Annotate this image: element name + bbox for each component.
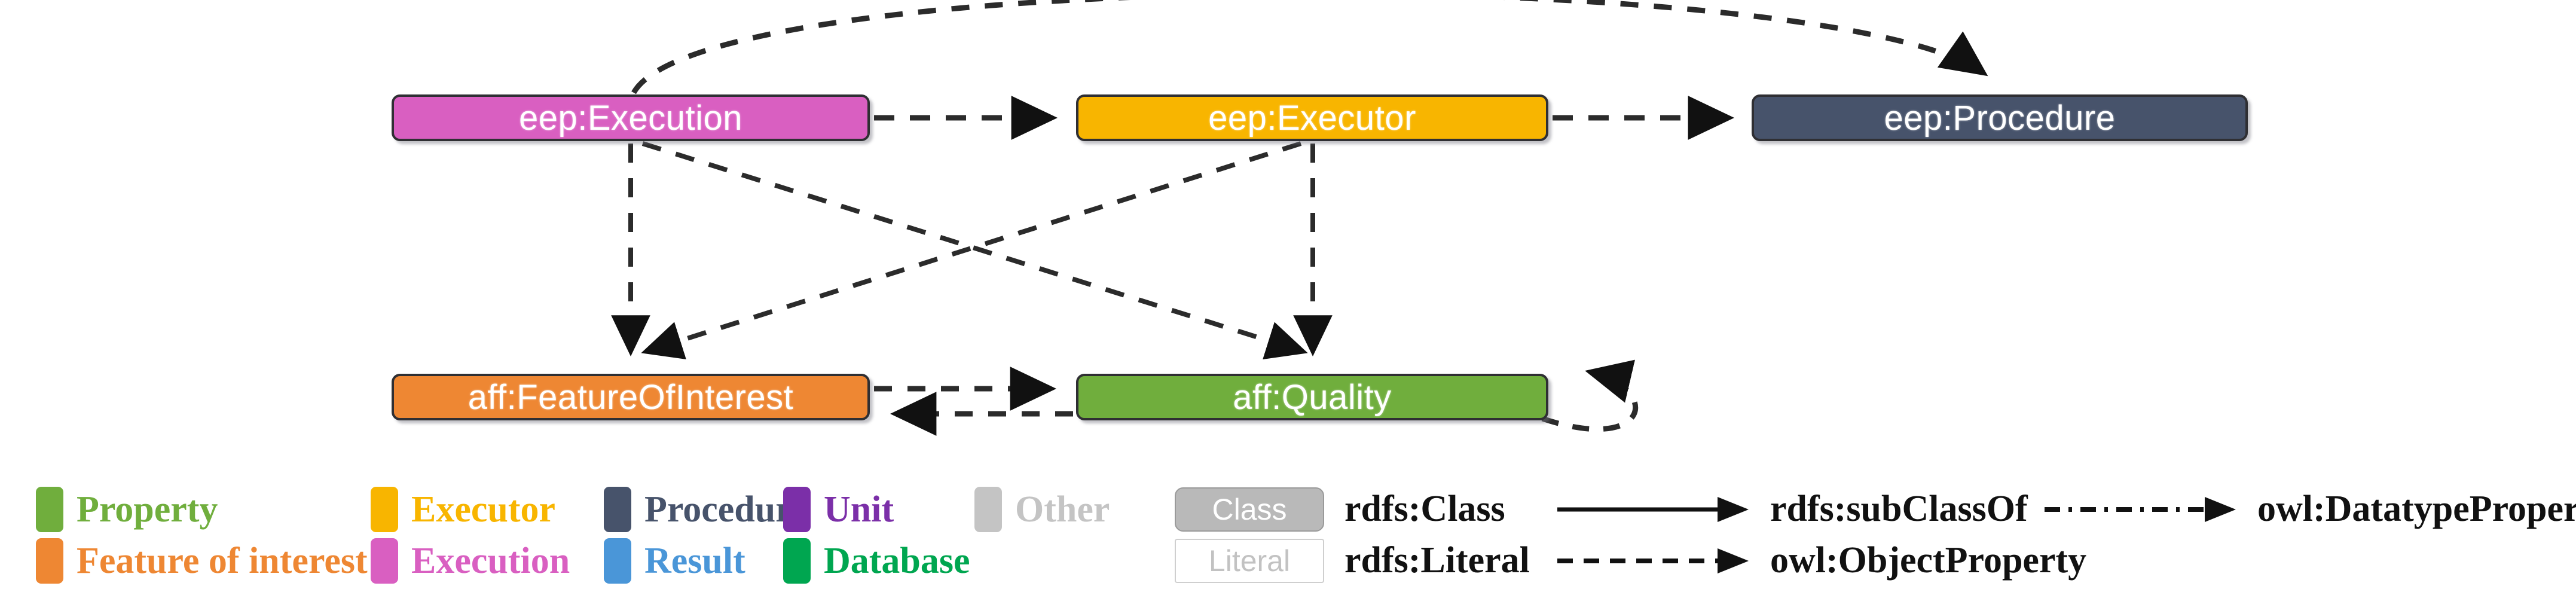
legend-item-objectproperty: owl:ObjectProperty: [1557, 532, 2086, 589]
legend-item-database: Database: [783, 532, 970, 589]
edge-term: owl:DatatypeProperty: [2257, 489, 2576, 529]
ontology-graph: eep:Execution eep:Executor eep:Procedure…: [392, 0, 2248, 436]
node-label: eep:Execution: [518, 98, 743, 138]
literal-pill-label: Literal: [1208, 544, 1291, 578]
literal-pill: Literal: [1175, 538, 1324, 583]
legend-label: Property: [77, 489, 218, 530]
color-swatch-result: [604, 538, 631, 584]
color-swatch-property: [36, 486, 63, 532]
node-eep-executor[interactable]: eep:Executor: [1076, 94, 1548, 141]
legend-item-executor: Executor: [371, 481, 555, 538]
legend-label: Procedure: [644, 489, 808, 530]
dashed-arrow-icon: [1557, 548, 1749, 573]
edge-term: rdfs:subClassOf: [1770, 489, 2028, 529]
legend-item-result: Result: [604, 532, 745, 589]
node-label: aff:FeatureOfInterest: [467, 377, 794, 417]
edge-execution-to-procedure-arc: [631, 0, 1988, 94]
dash-dot-arrow-icon: [2045, 496, 2236, 522]
color-swatch-unit: [783, 486, 811, 532]
edge-execution-to-quality: [641, 141, 1308, 360]
legend-label: Executor: [411, 489, 556, 530]
solid-arrow-icon: [1557, 496, 1749, 522]
legend-item-property: Property: [36, 481, 218, 538]
color-swatch-database: [783, 538, 811, 584]
legend-item-procedure: Procedure: [604, 481, 808, 538]
node-label: aff:Quality: [1233, 377, 1392, 417]
node-aff-quality[interactable]: aff:Quality: [1076, 374, 1548, 420]
legend-item-execution: Execution: [371, 532, 570, 589]
legend-item-rdfs-class: Class rdfs:Class: [1175, 481, 1505, 538]
legend-label: Execution: [411, 540, 570, 581]
color-swatch-other: [974, 486, 1002, 532]
legend-label: Result: [644, 540, 745, 581]
edge-executor-to-foi: [641, 141, 1302, 359]
edge-layer: [611, 0, 1988, 436]
color-swatch-executor: [371, 486, 398, 532]
node-eep-execution[interactable]: eep:Execution: [392, 94, 870, 141]
legend: Property Feature of interest Executor Ex…: [0, 478, 2576, 592]
legend-item-unit: Unit: [783, 481, 894, 538]
rdfs-class-term: rdfs:Class: [1344, 489, 1505, 529]
legend-item-datatypeproperty: owl:DatatypeProperty: [2045, 481, 2576, 538]
legend-label: Unit: [824, 489, 894, 530]
edge-term: owl:ObjectProperty: [1770, 540, 2087, 581]
node-label: eep:Procedure: [1884, 98, 2116, 138]
color-swatch-execution: [371, 538, 398, 584]
edge-quality-self-loop: [1541, 359, 1639, 432]
legend-label: Other: [1015, 489, 1110, 530]
class-pill-label: Class: [1212, 492, 1287, 526]
rdfs-literal-term: rdfs:Literal: [1344, 540, 1530, 581]
legend-label: Feature of interest: [77, 540, 368, 581]
color-swatch-feature-of-interest: [36, 538, 63, 584]
color-swatch-procedure: [604, 486, 631, 532]
legend-item-feature-of-interest: Feature of interest: [36, 532, 368, 589]
legend-item-rdfs-literal: Literal rdfs:Literal: [1175, 532, 1530, 589]
node-label: eep:Executor: [1208, 98, 1416, 138]
legend-label: Database: [824, 540, 970, 581]
legend-item-subclassof: rdfs:subClassOf: [1557, 481, 2028, 538]
node-eep-procedure[interactable]: eep:Procedure: [1752, 94, 2248, 141]
class-pill: Class: [1175, 487, 1324, 532]
legend-item-other: Other: [974, 481, 1110, 538]
node-aff-featureofinterest[interactable]: aff:FeatureOfInterest: [392, 374, 870, 420]
